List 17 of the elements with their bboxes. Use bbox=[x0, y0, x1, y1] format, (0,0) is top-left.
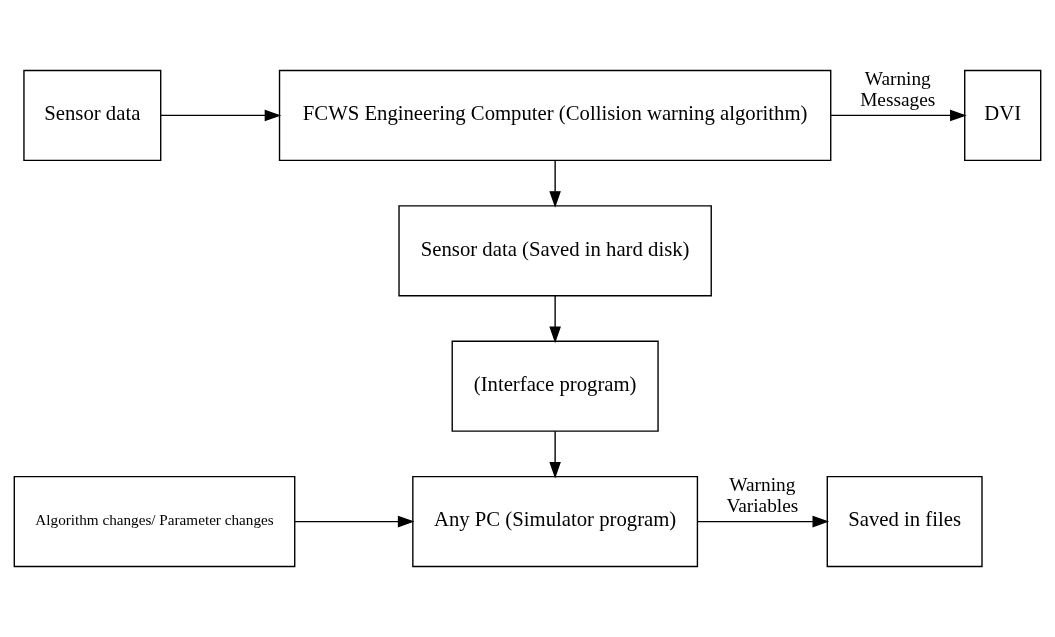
node-box: Sensor data bbox=[23, 69, 162, 161]
node-box: Algorithm changes/ Parameter changes bbox=[13, 476, 296, 568]
arrow bbox=[697, 515, 830, 528]
node-box: (Interface program) bbox=[451, 340, 659, 432]
edge-label: Warning Messages bbox=[860, 68, 936, 111]
node-box: FCWS Engineering Computer (Collision warning algorithm) bbox=[278, 69, 832, 161]
arrow bbox=[830, 109, 967, 122]
arrow bbox=[160, 109, 282, 122]
node-box: Saved in files bbox=[826, 476, 983, 568]
arrow bbox=[549, 295, 561, 344]
node-box: Any PC (Simulator program) bbox=[412, 476, 699, 568]
edge-label: Warning Variables bbox=[726, 474, 799, 517]
node-box: Sensor data (Saved in hard disk) bbox=[398, 205, 712, 297]
arrow bbox=[294, 515, 415, 528]
node-box: DVI bbox=[964, 69, 1042, 161]
arrow bbox=[549, 159, 561, 208]
arrow bbox=[549, 430, 561, 479]
